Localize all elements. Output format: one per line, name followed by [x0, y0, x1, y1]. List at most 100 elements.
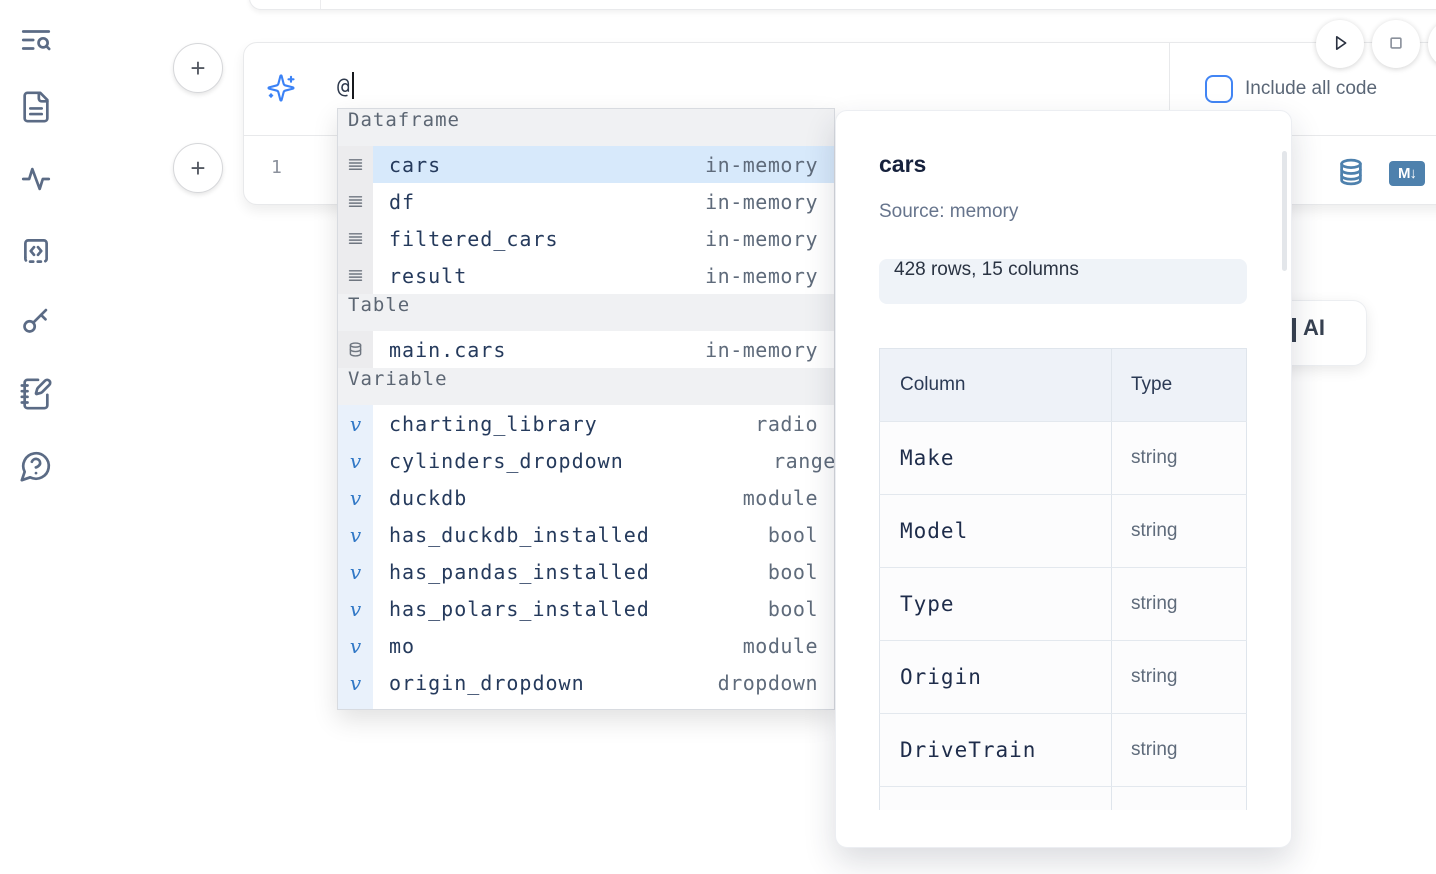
dataframe-rows-icon: [338, 146, 373, 183]
notebook-pen-icon: [19, 378, 53, 414]
sidebar-item-help[interactable]: [18, 449, 54, 485]
stop-icon: [1383, 30, 1409, 59]
section-header-variable: Variable: [338, 368, 834, 405]
variable-icon: v: [338, 590, 373, 627]
column-name: Type: [900, 592, 955, 616]
column-name: Origin: [900, 665, 982, 689]
column-type: string: [1131, 520, 1178, 541]
dataframe-rows-icon: [338, 220, 373, 257]
item-type: in-memory: [705, 189, 818, 214]
sidebar: [0, 0, 70, 874]
column-type: string: [1131, 593, 1178, 614]
autocomplete-item-main-cars[interactable]: main.cars in-memory: [338, 331, 834, 368]
type-header: Type: [1112, 349, 1247, 421]
database-icon[interactable]: [1335, 157, 1367, 189]
item-type: in-memory: [705, 152, 818, 177]
column-name: Make: [900, 446, 955, 470]
item-type: in-memory: [705, 226, 818, 251]
stop-button[interactable]: [1372, 20, 1420, 68]
cell-header-divider: [1169, 43, 1170, 136]
play-icon: [1327, 30, 1353, 59]
item-type: bool: [767, 522, 818, 547]
preview-shape-badge: 428 rows, 15 columns: [879, 259, 1247, 304]
clipped-toolbar-button[interactable]: [1428, 20, 1436, 68]
column-type: string: [1131, 739, 1178, 760]
sidebar-item-scratchpad[interactable]: [18, 377, 54, 413]
item-type: dropdown: [717, 670, 818, 695]
autocomplete-item-pd-clipped[interactable]: v pdmodule: [338, 701, 834, 710]
item-type: in-memory: [705, 337, 818, 362]
item-name: main.cars: [389, 337, 507, 362]
sidebar-item-tracing[interactable]: [18, 162, 54, 198]
autocomplete-item-cylinders-dropdown[interactable]: v cylinders_dropdown range_sli: [338, 442, 834, 479]
variable-icon: v: [338, 627, 373, 664]
autocomplete-item-mo[interactable]: v mo module: [338, 627, 834, 664]
panel-scrollbar-thumb[interactable]: [1282, 151, 1287, 271]
ai-button-label: AI: [1303, 315, 1325, 340]
column-name: Model: [900, 519, 969, 543]
sidebar-item-secrets[interactable]: [18, 303, 54, 339]
item-type: bool: [767, 559, 818, 584]
item-name: mo: [389, 633, 416, 658]
item-type: module: [742, 633, 818, 658]
markdown-export-icon[interactable]: M↓: [1389, 161, 1425, 186]
section-header-dataframe: Dataframe: [338, 109, 834, 146]
table-row: Type string: [879, 568, 1247, 641]
item-name: cylinders_dropdown: [389, 448, 624, 473]
item-name: charting_library: [389, 411, 598, 436]
code-editor-row[interactable]: 1 M↓: [244, 137, 1436, 205]
table-row: Origin string: [879, 641, 1247, 714]
include-all-code-toggle[interactable]: Include all code: [1205, 75, 1377, 103]
dataframe-rows-icon: [338, 257, 373, 294]
autocomplete-item-filtered-cars[interactable]: filtered_cars in-memory: [338, 220, 834, 257]
item-type: bool: [767, 596, 818, 621]
column-header: Column: [879, 349, 1112, 421]
section-header-table: Table: [338, 294, 834, 331]
sidebar-item-snippets[interactable]: [18, 234, 54, 270]
column-name: DriveTrain: [900, 738, 1037, 762]
item-name: duckdb: [389, 485, 468, 510]
sidebar-item-explorer[interactable]: [18, 23, 54, 59]
add-cell-button-top[interactable]: +: [173, 43, 223, 93]
variable-icon: v: [338, 442, 373, 479]
list-search-icon: [19, 30, 53, 60]
add-cell-button-bottom[interactable]: +: [173, 143, 223, 193]
include-all-code-label: Include all code: [1245, 78, 1378, 99]
key-icon: [19, 308, 53, 340]
table-row: Make string: [879, 422, 1247, 495]
item-name: has_polars_installed: [389, 596, 650, 621]
sidebar-item-files[interactable]: [18, 90, 54, 126]
item-name: df: [389, 189, 416, 214]
code-square-icon: [19, 239, 53, 271]
item-name: filtered_cars: [389, 226, 559, 251]
preview-source: Source: memory: [879, 201, 1019, 222]
run-cell-button[interactable]: [1316, 20, 1364, 68]
sparkles-icon: [266, 73, 296, 103]
variable-icon: v: [338, 553, 373, 590]
autocomplete-item-df[interactable]: df in-memory: [338, 183, 834, 220]
table-row: DriveTrain string: [879, 714, 1247, 787]
variable-icon: v: [338, 664, 373, 701]
item-type: radio: [755, 411, 818, 436]
column-type: string: [1131, 666, 1178, 687]
database-icon: [338, 331, 373, 368]
variable-icon: v: [338, 516, 373, 553]
autocomplete-item-has-polars-installed[interactable]: v has_polars_installed bool: [338, 590, 834, 627]
item-type: range_sli: [773, 448, 835, 473]
include-all-code-checkbox[interactable]: [1205, 75, 1233, 103]
previous-cell-divider: [320, 0, 321, 9]
item-name: pd: [373, 708, 743, 710]
dataframe-preview-panel: cars Source: memory 428 rows, 15 columns…: [835, 110, 1292, 848]
table-row-clipped: [879, 787, 1247, 810]
ai-prompt-input[interactable]: @: [337, 74, 350, 98]
preview-title: cars: [879, 151, 927, 177]
